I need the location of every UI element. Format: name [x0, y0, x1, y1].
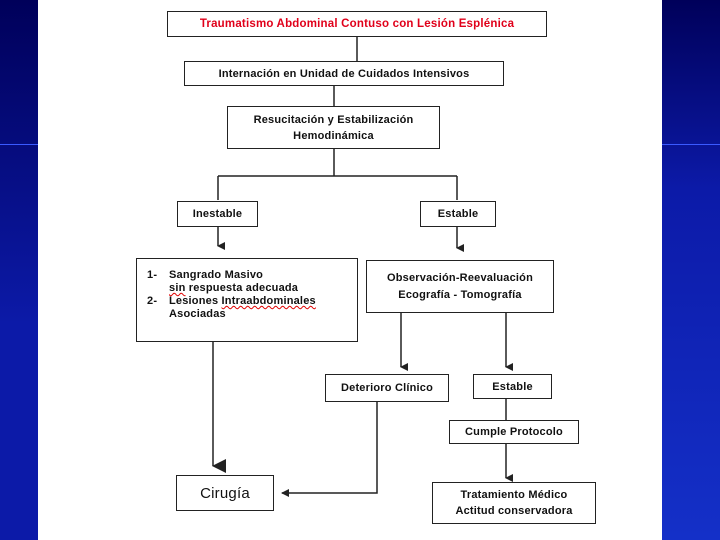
title-box: Traumatismo Abdominal Contuso con Lesión… — [167, 11, 547, 37]
unstable-box-text: Inestable — [192, 208, 243, 220]
criteria-item-line: Lesiones — [169, 295, 222, 307]
criteria-item-line: respuesta adecuada — [185, 282, 299, 294]
criteria-item-2: 2- Lesiones Intraabdominales Asociadas — [147, 295, 349, 321]
treatment-box: Tratamiento Médico Actitud conservadora — [432, 482, 596, 524]
stable-box-text: Estable — [437, 208, 479, 220]
criteria-box: 1- Sangrado Masivo sin respuesta adecuad… — [136, 258, 358, 342]
stable2-box-text: Estable — [492, 380, 533, 393]
resus-box: Resucitación y Estabilización Hemodinámi… — [227, 106, 440, 149]
criteria-item-text: Sangrado Masivo sin respuesta adecuada — [169, 269, 298, 295]
criteria-item-line-spellcheck: sin — [169, 282, 186, 294]
observation-box: Observación-Reevaluación Ecografía - Tom… — [366, 260, 554, 313]
surgery-box: Cirugía — [176, 475, 274, 511]
unstable-box: Inestable — [177, 201, 258, 227]
criteria-item-text: Lesiones Intraabdominales Asociadas — [169, 295, 316, 321]
criteria-item-line: Sangrado Masivo — [169, 269, 264, 281]
treatment-box-line1: Tratamiento Médico — [460, 489, 568, 501]
protocol-box-text: Cumple Protocolo — [465, 426, 563, 438]
resus-box-line2: Hemodinámica — [293, 129, 374, 142]
surgery-box-text: Cirugía — [200, 484, 250, 502]
background-left — [0, 0, 38, 540]
criteria-item-line: Asociadas — [169, 308, 226, 320]
protocol-box: Cumple Protocolo — [449, 420, 579, 444]
icu-box-text: Internación en Unidad de Cuidados Intens… — [218, 67, 470, 80]
deterioration-box: Deterioro Clínico — [325, 374, 449, 402]
title-box-text: Traumatismo Abdominal Contuso con Lesión… — [199, 18, 515, 30]
criteria-item-1: 1- Sangrado Masivo sin respuesta adecuad… — [147, 269, 349, 295]
observation-box-line1: Observación-Reevaluación — [386, 271, 534, 284]
icu-box: Internación en Unidad de Cuidados Intens… — [184, 61, 504, 86]
resus-box-line1: Resucitación y Estabilización — [253, 113, 414, 126]
arrow-deterioration-to-surgery — [281, 402, 378, 497]
treatment-box-line2: Actitud conservadora — [455, 505, 573, 517]
criteria-item-line-spellcheck: Intraabdominales — [221, 295, 316, 307]
observation-box-line2: Ecografía - Tomografía — [398, 288, 522, 301]
criteria-item-number: 2- — [147, 295, 158, 307]
stable2-box: Estable — [473, 374, 552, 399]
deterioration-box-text: Deterioro Clínico — [340, 382, 434, 394]
stable-box: Estable — [420, 201, 496, 227]
background-right — [662, 0, 720, 540]
criteria-item-number: 1- — [147, 269, 158, 281]
